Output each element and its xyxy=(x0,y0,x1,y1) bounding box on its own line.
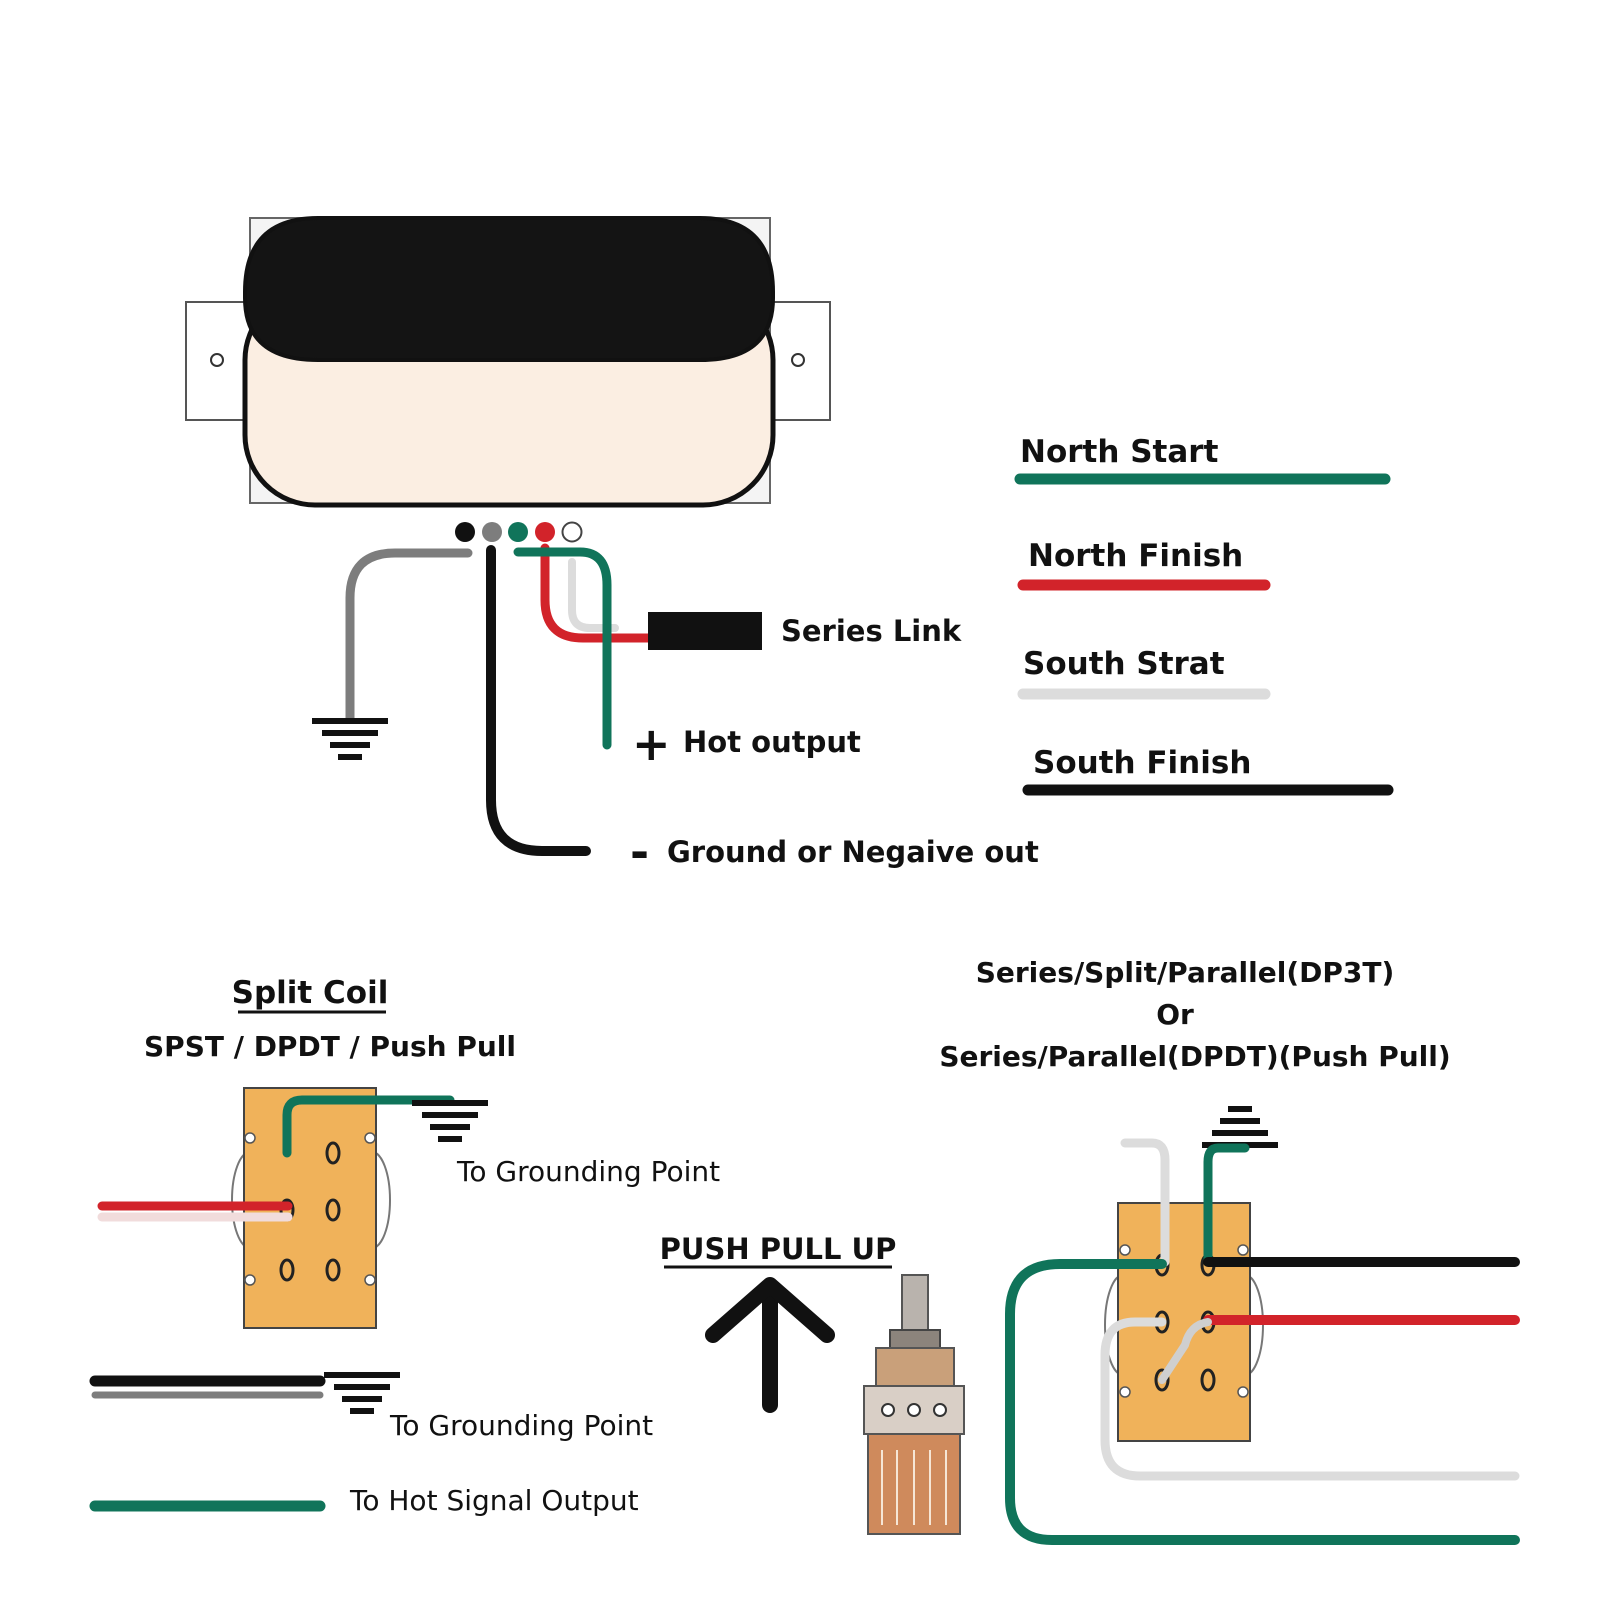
series-parallel-wires xyxy=(1005,1138,1520,1545)
ground-out-sign: - xyxy=(630,825,649,879)
pickup-wires xyxy=(345,543,762,856)
pickup-wire-dots xyxy=(455,521,583,543)
hot-output-sign: + xyxy=(632,717,671,771)
screw-hole-left xyxy=(210,353,224,367)
wire-dot-white xyxy=(561,521,583,543)
legend-label-south-finish: South Finish xyxy=(1033,745,1251,781)
red-wire xyxy=(540,543,655,643)
wire-dot-black xyxy=(455,522,475,542)
series-link-sleeve xyxy=(648,612,762,650)
legend-label-north-start: North Start xyxy=(1020,434,1219,470)
wire-color-legend: North Start North Finish South Strat Sou… xyxy=(1014,434,1394,796)
push-pull-pot-icon xyxy=(863,1274,965,1535)
series-parallel-line2: Or xyxy=(1156,998,1194,1031)
split-coil-subtitle: SPST / DPDT / Push Pull xyxy=(144,1030,516,1063)
ground-symbol-icon xyxy=(324,1372,400,1414)
ground-symbol-icon xyxy=(1202,1106,1278,1148)
series-parallel-line3: Series/Parallel(DPDT)(Push Pull) xyxy=(939,1040,1450,1073)
arrow-up-icon xyxy=(705,1277,835,1413)
series-link-label: Series Link xyxy=(781,614,962,648)
ground-out-label: Ground or Negaive out xyxy=(667,835,1039,869)
split-coil-section: Split Coil SPST / DPDT / Push Pull To Gr… xyxy=(89,975,720,1517)
humbucker-pickup xyxy=(185,216,831,508)
wire-dot-red xyxy=(535,522,555,542)
split-coil-hot-label: To Hot Signal Output xyxy=(349,1484,639,1517)
ground-symbol-icon xyxy=(312,718,388,760)
series-parallel-section: Series/Split/Parallel(DP3T) Or Series/Pa… xyxy=(939,956,1520,1545)
ground-symbol-icon xyxy=(412,1100,488,1142)
green-wire xyxy=(513,547,612,750)
wire-dot-gray xyxy=(482,522,502,542)
split-coil-title: Split Coil xyxy=(232,975,389,1011)
gray-wire xyxy=(345,548,473,723)
white-wire xyxy=(568,558,619,632)
push-pull-title: PUSH PULL UP xyxy=(660,1232,897,1266)
legend-label-south-strat: South Strat xyxy=(1023,646,1225,682)
series-parallel-line1: Series/Split/Parallel(DP3T) xyxy=(976,956,1395,989)
screw-hole-right xyxy=(791,353,805,367)
split-coil-ground-label-bottom: To Grounding Point xyxy=(389,1409,653,1442)
bobbin-black xyxy=(243,216,775,362)
hot-output-label: Hot output xyxy=(683,725,861,759)
legend-label-north-finish: North Finish xyxy=(1028,538,1243,574)
wire-dot-green xyxy=(508,522,528,542)
push-pull-section: PUSH PULL UP xyxy=(660,1232,965,1535)
black-wire xyxy=(486,545,591,856)
split-coil-ground-label-top: To Grounding Point xyxy=(456,1155,720,1188)
split-coil-green-wire xyxy=(282,1095,455,1158)
